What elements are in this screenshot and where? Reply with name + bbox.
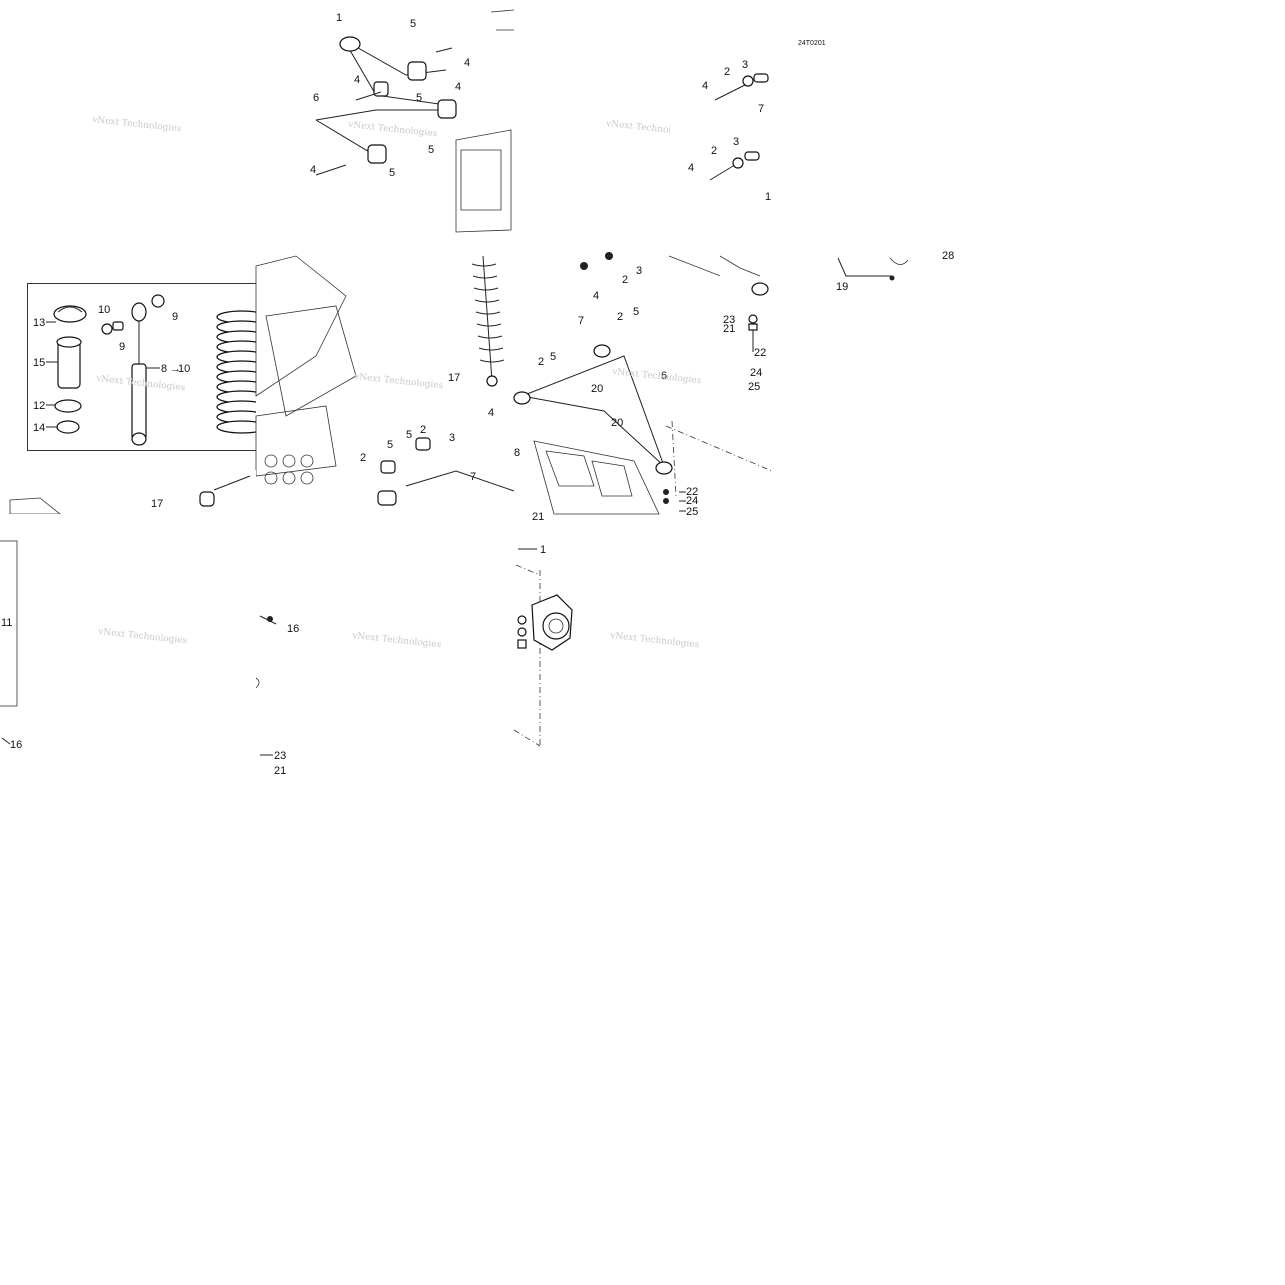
callout-15: 15 [33,357,45,369]
watermark: vNext Technologies [351,631,442,650]
upper-a-arm-drawing: 1 5 4 4 4 5 6 4 5 5 4 5 vNext Technologi… [310,9,515,233]
callout-8: 8 [514,447,520,459]
callout-3: 3 [636,265,642,277]
callout-1: 1 [336,12,342,24]
callout-5: 5 [410,18,416,30]
callout-24: 24 [686,495,698,507]
callout-10: 10 [98,304,110,316]
callout-20: 20 [591,383,603,395]
callout-10: 10 [178,363,190,375]
callout-23: 23 [723,314,735,326]
callout-13: 13 [33,317,45,329]
callout-2: 2 [360,452,366,464]
callout-25: 25 [748,381,760,393]
watermark: vNext Technologies [347,120,438,139]
callout-2: 2 [724,66,730,78]
callout-4: 4 [354,74,360,86]
callout-6: 6 [661,370,667,382]
callout-24: 24 [750,367,762,379]
knuckle-tile: 1 vNext Technologies [512,540,700,750]
callout-3: 3 [733,136,739,148]
hardware-drawing: 24T0201 3 2 4 7 3 2 4 1 [688,59,771,203]
callout-5: 5 [387,439,393,451]
callout-17: 17 [448,372,460,384]
callout-2: 2 [622,274,628,286]
arrow-glyph: → [170,363,181,375]
callout-22: 22 [686,486,698,498]
callout-4: 4 [702,80,708,92]
callout-5: 5 [416,92,422,104]
watermark-tile: vNext Technologies [0,0,256,256]
callout-6: 6 [313,92,319,104]
callout-12: 12 [33,400,45,412]
callout-9: 9 [172,311,178,323]
callout-7: 7 [758,103,764,115]
callout-5: 5 [389,167,395,179]
callout-3: 3 [742,59,748,71]
shock-exploded-drawing: 13 10 9 9 15 8 10 → 12 14 vNext Technolo… [33,294,268,446]
callout-4: 4 [593,290,599,302]
callout-14: 14 [33,422,45,434]
knuckle-drawing: 1 vNext Technologies [513,544,700,747]
upper-a-arm-tile: 1 5 4 4 4 5 6 4 5 5 4 5 vNext Technologi… [256,0,515,233]
bottom-center-tile: 16 23 21 vNext Technologies [255,514,442,777]
callout-4: 4 [688,162,694,174]
lower-arm-hardware-tile: 24T0201 3 2 4 7 3 2 4 1 [670,30,775,203]
fastener-column-tile: 23 21 22 24 25 [719,255,776,396]
callout-7: 7 [470,471,476,483]
callout-1: 1 [540,544,546,556]
callout-2: 2 [711,145,717,157]
bottom-left-tile: 11 16 vNext Technologies [0,514,256,770]
watermark: vNext Technologies [353,372,444,391]
callout-8: 8 [161,363,167,375]
callout-16: 16 [10,739,22,751]
frame-shock-tile: 17 2 5 4 5 2 3 2 7 vNext Technologies [255,255,515,514]
callout-7: 7 [578,315,584,327]
callout-21: 21 [723,323,735,335]
callout-9: 9 [119,341,125,353]
callout-2: 2 [420,424,426,436]
callout-5: 5 [550,351,556,363]
callout-23: 23 [274,750,286,762]
callout-20: 20 [611,417,623,429]
callout-19: 19 [836,281,848,293]
watermark: vNext Technologies [611,367,702,386]
watermark: vNext Technologies [609,631,700,650]
watermark: vNext Technologies [91,115,182,134]
coil-spring [216,310,268,434]
watermark: vNext Technologies [97,627,188,646]
diagram-code-tile: 24T0201 [796,36,836,48]
callout-2: 2 [538,356,544,368]
callout-28: 28 [942,250,954,262]
callout-5: 5 [406,429,412,441]
callout-4: 4 [310,164,316,176]
callout-25: 25 [686,506,698,518]
callout-22: 22 [754,347,766,359]
coil-over-shock [471,255,505,387]
callout-3: 3 [449,432,455,444]
shock-detail-inset: 13 10 9 9 15 8 10 → 12 14 vNext Technolo… [27,283,268,451]
callout-11: 11 [1,617,12,629]
lower-a-arm-drawing: 3 2 4 7 2 5 2 5 20 6 4 20 8 22 24 25 21 … [488,252,773,523]
callout-4: 4 [488,407,494,419]
steering-knuckle [517,594,573,651]
frame-drawing: 17 2 5 4 5 2 3 2 7 vNext Technologies [255,255,515,506]
fragment-tile: 19 28 [830,250,960,296]
callout-17: 17 [151,498,163,510]
diagram-code: 24T0201 [798,40,826,47]
callout-4: 4 [464,57,470,69]
callout-2: 2 [617,311,623,323]
callout-4: 4 [455,81,461,93]
lower-left-fragment: 17 [0,470,256,515]
callout-5: 5 [428,144,434,156]
callout-1: 1 [765,191,771,203]
callout-16: 16 [287,623,299,635]
callout-21: 21 [274,765,286,777]
callout-5: 5 [633,306,639,318]
callout-21: 21 [532,511,544,523]
